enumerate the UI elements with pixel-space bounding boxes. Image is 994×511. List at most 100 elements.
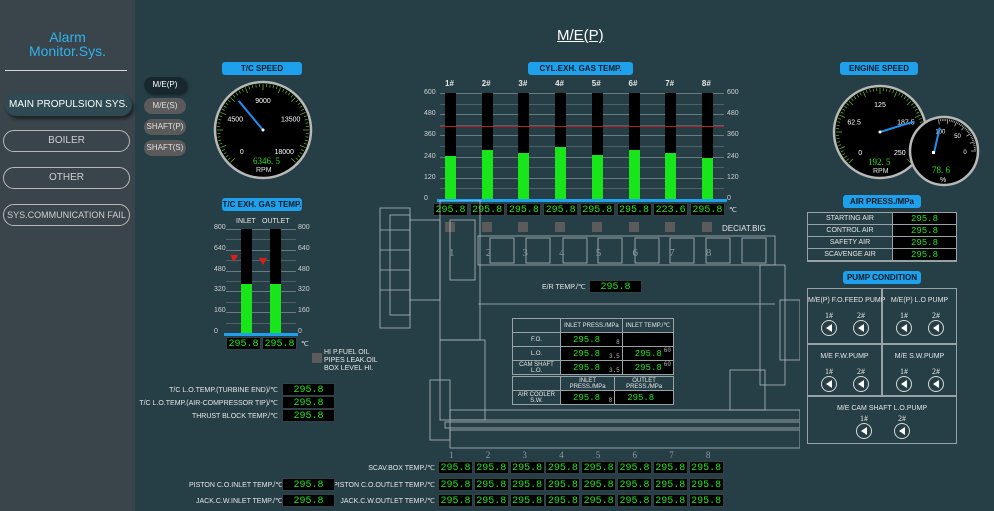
gauge-tick <box>840 150 844 153</box>
gauge-tick <box>272 85 275 89</box>
gauge-tick <box>299 152 303 155</box>
axis-tick-right: 0 <box>727 195 731 202</box>
cylinder-label: 1# <box>445 79 454 88</box>
sidebar-item-boiler[interactable]: BOILER <box>3 130 130 152</box>
pump-2-status-icon[interactable] <box>928 376 944 392</box>
axis-tick-right: 360 <box>727 131 739 139</box>
readout-label: T/C L.O.TEMP.(AIR-COMPRESSOR TIP)/℃ <box>139 400 278 407</box>
gauge-tick <box>304 118 308 121</box>
pump-1-status-icon[interactable] <box>821 376 837 392</box>
gauge-tick <box>232 94 236 98</box>
temp-cell: 295.8 <box>545 478 581 491</box>
deviation-indicator-2 <box>481 222 492 232</box>
gauge-tick-label: 0 <box>240 149 244 156</box>
value: 295.8 <box>634 362 662 373</box>
pump-2-status-icon[interactable] <box>928 320 944 336</box>
pump-group-label: M/E(P) L.O PUMP <box>890 297 949 304</box>
axis-tick-left: 240 <box>424 152 436 160</box>
gauge-tick <box>220 144 227 148</box>
gauge-tick <box>966 130 969 132</box>
axis-tick-left: 800 <box>214 224 226 231</box>
cylinder-bar-8 <box>701 158 713 199</box>
cylinder-readout-1: 295.8 <box>433 203 468 216</box>
column-number: 5 <box>595 450 601 460</box>
temp-cell: 295.8 <box>652 478 688 491</box>
gauge-tick <box>851 98 854 102</box>
gauge-tick <box>221 149 225 152</box>
gauge-tick <box>954 121 957 127</box>
deviation-indicator-8 <box>701 222 712 232</box>
pump-2-status-icon[interactable] <box>853 376 869 392</box>
sidebar-item-main-propulsion[interactable]: MAIN PROPULSION SYS. <box>5 94 132 116</box>
gauge-tick <box>218 139 222 142</box>
row-label: SCAV.BOX TEMP./℃ <box>368 465 435 472</box>
gauge-tick-label: 50 <box>954 134 961 140</box>
pump-number: 2# <box>898 414 906 423</box>
grid-line-minor <box>226 281 296 282</box>
gauge-tick <box>219 115 223 118</box>
grid-line-minor <box>226 239 296 241</box>
tab-shaft-p[interactable]: SHAFT(P) <box>144 119 186 135</box>
gauge-tick <box>862 91 866 98</box>
bar-track <box>270 229 281 333</box>
cooler-header-blank <box>512 376 561 391</box>
pump-1-status-icon[interactable] <box>896 320 912 336</box>
pump-number: 2# <box>857 367 865 376</box>
grid-line-minor <box>226 322 296 324</box>
deviation-indicator-5 <box>591 222 602 232</box>
temp-cell: 295.8 <box>438 494 473 507</box>
pump-1-status-icon[interactable] <box>856 423 872 439</box>
axis-tick-left: 600 <box>424 89 436 96</box>
air-press-label: SAFETY AIR <box>808 237 893 248</box>
engine-cylinder-number: 5 <box>595 247 602 259</box>
gauge-tick <box>225 102 229 106</box>
temp-cell: 295.8 <box>473 478 509 491</box>
grid-line <box>226 312 296 314</box>
gauge-tick <box>912 105 916 109</box>
divider <box>5 70 127 71</box>
pump-number: 2# <box>932 311 940 320</box>
cylinder-bar-2 <box>481 150 493 199</box>
column-number: 2 <box>485 450 491 460</box>
tab-shaft-s[interactable]: SHAFT(S) <box>144 140 186 156</box>
pump-1-status-icon[interactable] <box>896 376 912 392</box>
logo-line-2: Monitor.Sys. <box>28 43 107 59</box>
axis-tick-left: 160 <box>214 307 226 315</box>
limit: 60 <box>663 347 671 354</box>
readout-label: T/C L.O.TEMP.(TURBINE END)/℃ <box>169 387 278 394</box>
sidebar-item-other[interactable]: OTHER <box>3 167 130 189</box>
bar-track <box>445 93 456 199</box>
tab-me-p[interactable]: M/E(P) <box>144 77 186 93</box>
pump-2-status-icon[interactable] <box>894 423 910 439</box>
temp-cell: 295.8 <box>617 494 652 507</box>
gauge-tick <box>299 144 306 148</box>
readout-value: 295.8 <box>282 383 335 396</box>
gauge-tick <box>287 92 291 96</box>
bar-track <box>628 93 640 199</box>
piston-inlet-label: PISTON C.O.INLET TEMP./℃ <box>189 482 284 489</box>
gauge-tick <box>251 85 254 89</box>
cylinder-label: 3# <box>518 79 528 88</box>
temp-cell: 295.8 <box>581 494 617 507</box>
pump-number: 2# <box>932 367 940 376</box>
pump-2-status-icon[interactable] <box>853 320 869 336</box>
leak-line-2: PIPES LEAK.OIL <box>324 357 378 364</box>
air-press-value: 295.8 <box>893 213 956 224</box>
pump-1-status-icon[interactable] <box>821 320 837 336</box>
axis-tick-right: 640 <box>298 244 310 252</box>
grid-line <box>226 229 296 230</box>
cylinder-label: 4# <box>555 79 564 88</box>
temp-cell: 295.8 <box>509 461 545 474</box>
gauge-tick <box>301 149 305 152</box>
gauge-tick <box>839 114 846 118</box>
air-press-label: CONTROL AIR <box>808 225 893 236</box>
tab-me-s[interactable]: M/E(S) <box>144 98 186 114</box>
gauge-tick <box>304 139 308 142</box>
bar-track <box>701 93 713 199</box>
gauge-hub <box>261 128 265 132</box>
sidebar-item-comm-fail[interactable]: SYS.COMMUNICATION FAIL <box>3 204 130 226</box>
